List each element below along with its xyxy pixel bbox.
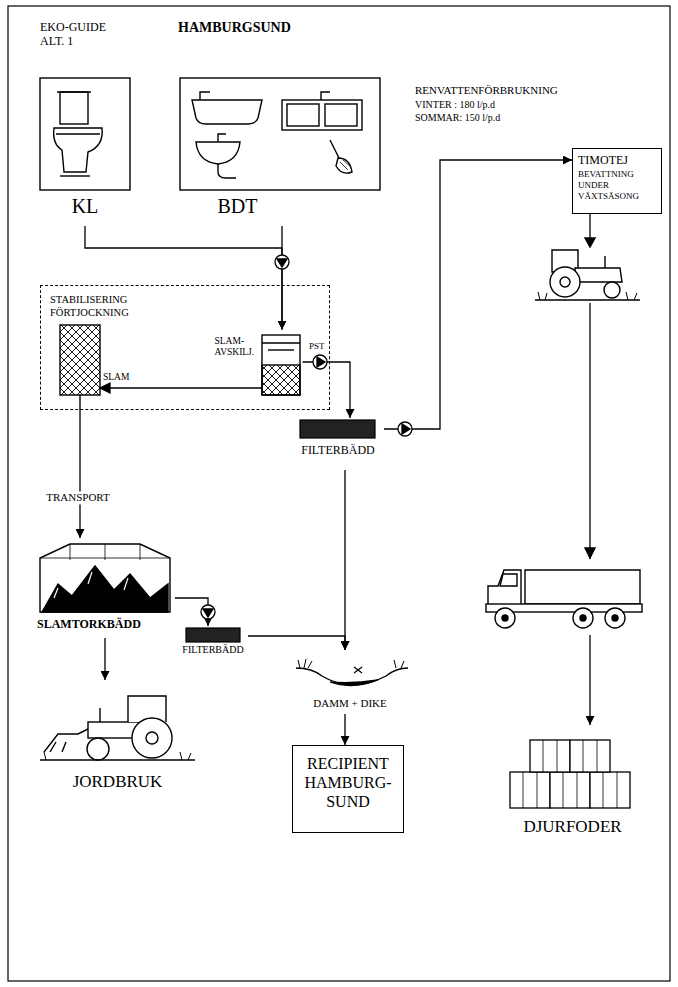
- toilet-box: [40, 78, 130, 190]
- flow-connector: [344, 470, 345, 650]
- water-use-heading: RENVATTENFÖRBRUKNING: [415, 84, 558, 97]
- recipient-box: RECIPIENT HAMBURG- SUND: [292, 745, 404, 833]
- sludge-thickener: [60, 325, 100, 410]
- filter-bed-node: FILTERBÄDD: [292, 418, 384, 470]
- separator-node: SLAM- AVSKILJ.: [215, 330, 303, 398]
- connector-label: TRANSPORT: [44, 491, 112, 504]
- water-use-value: SOMMAR: 150 l/p.d: [415, 112, 500, 124]
- flow-connector: [175, 598, 208, 626]
- node-label: RECIPIENT HAMBURG- SUND: [297, 754, 399, 812]
- node-label: TIMOTEJ: [578, 153, 656, 167]
- hay-bales: [510, 740, 630, 808]
- pond-ditch: [296, 659, 408, 686]
- sludge-drying-bed: [40, 544, 170, 612]
- pump-symbol: [201, 255, 412, 619]
- treatment-group: SLAM- AVSKILJ. STABILISERING FÖRTJOCKNING: [40, 285, 330, 410]
- outer-frame: [8, 6, 670, 981]
- flow-connector: [589, 214, 590, 725]
- pond-node: DAMM + DIKE: [292, 650, 408, 714]
- node-label: FILTERBÄDD: [292, 443, 384, 457]
- crop-box: TIMOTEJ BEVATTNING UNDER VÄXTSÄSONG: [572, 148, 662, 214]
- pump-label: PST: [309, 341, 325, 352]
- farming-node: JORDBRUK: [40, 680, 195, 798]
- diagram-title: HAMBURGSUND: [178, 20, 291, 37]
- flow-connector: [384, 160, 572, 429]
- node-label: BDT: [180, 194, 295, 218]
- node-label: SLAMTORKBÄDD: [37, 617, 173, 631]
- sludge-line: [100, 383, 262, 393]
- sludge-separator-tank: [262, 335, 300, 395]
- filter-bed-node: FILTERBÄDD: [178, 626, 248, 660]
- water-use-value: VINTER : 180 l/p.d: [415, 99, 495, 111]
- node-label: STABILISERING FÖRTJOCKNING: [50, 294, 160, 319]
- tractor-plough: [40, 696, 195, 760]
- node-label: DAMM + DIKE: [292, 697, 408, 710]
- flow-connector: [104, 638, 105, 680]
- node-label: DJURFODER: [495, 817, 650, 837]
- drying-bed-node: SLAMTORKBÄDD: [35, 538, 175, 638]
- node-note: BEVATTNING UNDER VÄXTSÄSONG: [578, 169, 656, 201]
- flow-label: SLAM: [103, 372, 129, 383]
- node-label: FILTERBÄDD: [178, 644, 248, 656]
- flow-connector: [248, 636, 345, 650]
- tractor-harvest: [535, 238, 640, 303]
- node-label: SLAM- AVSKILJ.: [215, 336, 263, 359]
- wash-water-node: BDT: [180, 78, 380, 226]
- guide-label: EKO-GUIDE ALT. 1: [40, 20, 122, 49]
- wash-box: [180, 78, 380, 190]
- dump-truck: [484, 548, 646, 635]
- flow-connector: [281, 226, 282, 330]
- flow-connector: [344, 714, 345, 745]
- node-label: KL: [40, 194, 130, 218]
- fodder-node: DJURFODER: [495, 725, 650, 845]
- toilet-node: KL: [40, 78, 130, 226]
- node-label: JORDBRUK: [40, 772, 195, 792]
- flow-connector: [79, 410, 80, 538]
